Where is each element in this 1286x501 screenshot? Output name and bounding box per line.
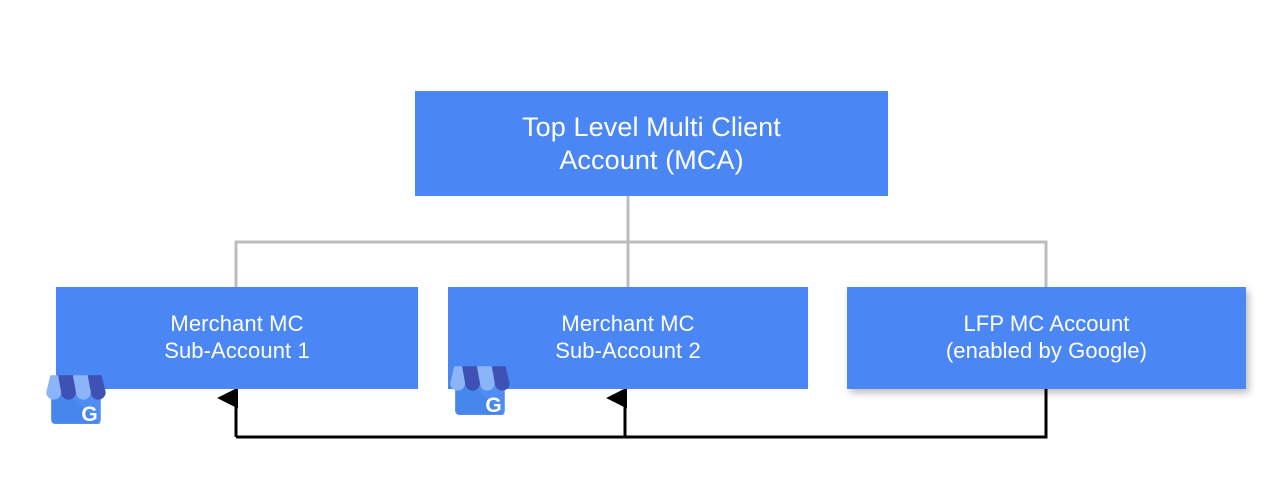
node-merchant-mc-sub-account-2-label: Merchant MC Sub-Account 2 xyxy=(555,311,701,363)
node-merchant-mc-sub-account-1[interactable]: Merchant MC Sub-Account 1 xyxy=(56,287,418,389)
gmb-letter-g: G xyxy=(485,394,501,417)
connector-lfp-to-rail xyxy=(236,389,1048,439)
node-top-level-mca-label: Top Level Multi Client Account (MCA) xyxy=(522,111,781,175)
node-top-level-mca[interactable]: Top Level Multi Client Account (MCA) xyxy=(415,91,888,196)
node-lfp-mc-account-label: LFP MC Account (enabled by Google) xyxy=(945,311,1148,363)
google-my-business-icon: G xyxy=(450,366,510,417)
gmb-letter-g: G xyxy=(81,403,97,426)
google-my-business-icon: G xyxy=(46,375,106,426)
node-merchant-mc-sub-account-1-label: Merchant MC Sub-Account 1 xyxy=(164,311,310,363)
feed-connectors xyxy=(217,387,1048,439)
node-lfp-mc-account[interactable]: LFP MC Account (enabled by Google) xyxy=(847,287,1246,389)
tree-connectors xyxy=(234,194,1048,290)
node-merchant-mc-sub-account-2[interactable]: Merchant MC Sub-Account 2 xyxy=(448,287,808,389)
